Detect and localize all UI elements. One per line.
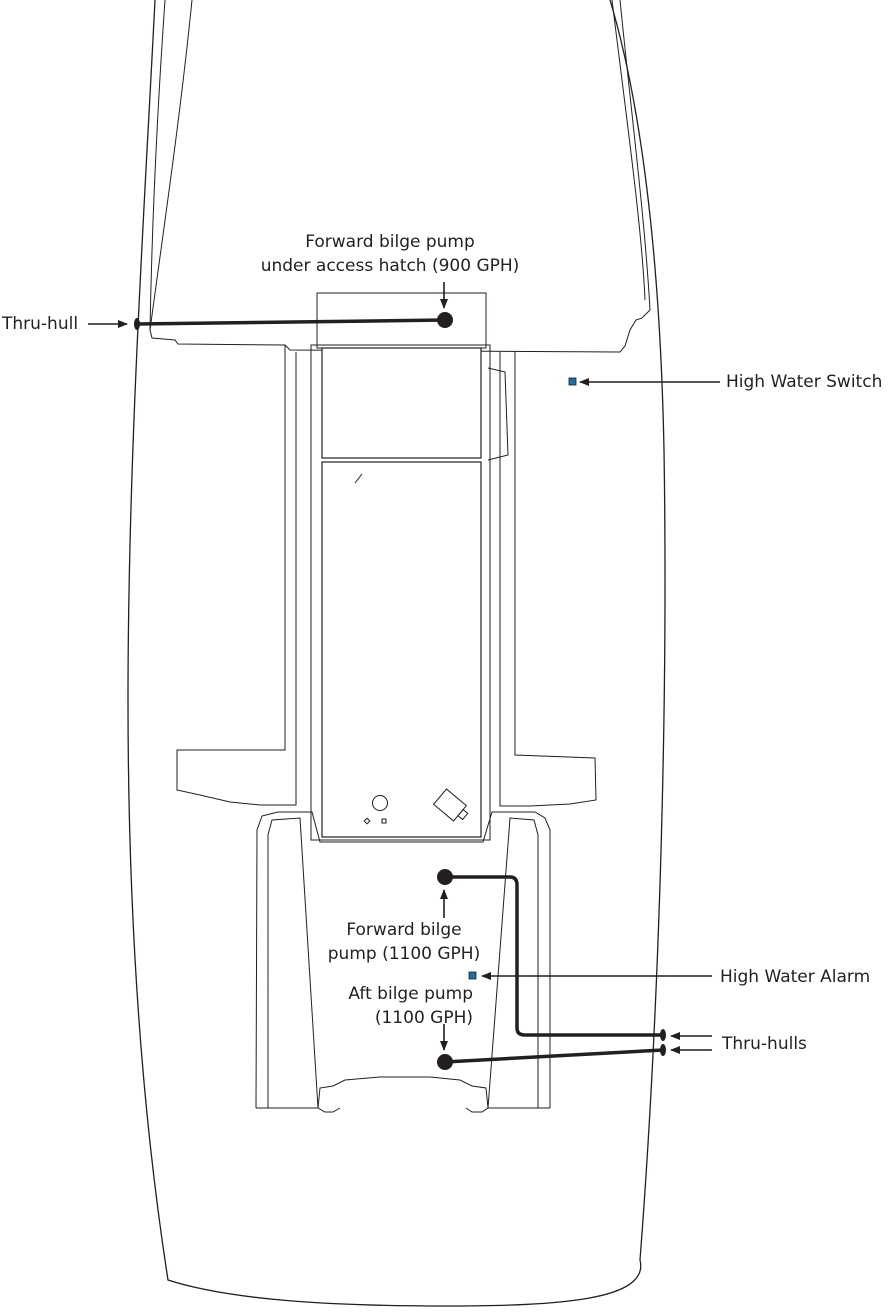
console-side-left (176, 345, 297, 806)
label-aft-pump-line2: (1100 GPH) (374, 1008, 473, 1028)
label-forward-pump-900-line1: Forward bilge pump (305, 232, 475, 252)
label-high-water-switch: High Water Switch (726, 372, 883, 392)
console-frame (310, 344, 491, 841)
cockpit-inner-right (487, 817, 539, 1109)
console-detail-small (381, 818, 387, 824)
label-aft-pump-line1: Aft bilge pump (348, 984, 473, 1004)
forward-1100-hose (445, 875, 663, 1037)
label-forward-pump-1100-line1: Forward bilge (346, 920, 462, 940)
forward-deck-edge (149, 309, 651, 353)
transom-well (317, 1076, 489, 1109)
thru-hull-aft-upper (660, 1029, 666, 1041)
gunwale-inner-right-2 (611, 0, 646, 301)
label-thru-hull: Thru-hull (2, 314, 79, 334)
gunwale-inner-left-2 (149, 0, 193, 331)
forward-pump-hose (136, 318, 446, 326)
cockpit-outline (255, 811, 551, 1109)
console-detail-diamond (363, 817, 371, 825)
thru-hull-aft-lower (660, 1044, 666, 1056)
aft-bilge-pump-1100 (437, 1054, 453, 1070)
console-lower-panel (321, 461, 482, 838)
gunwale-inner-left (149, 0, 166, 331)
thru-hull-forward (134, 318, 140, 330)
high-water-switch-sensor (568, 377, 577, 386)
hull-outline (127, 0, 666, 1307)
gunwale-inner-right (619, 0, 651, 311)
label-high-water-alarm: High Water Alarm (720, 967, 871, 987)
cockpit-inner-left (267, 817, 319, 1109)
console-handle (354, 473, 363, 484)
forward-bilge-pump-1100 (437, 869, 453, 885)
label-forward-pump-1100-line2: pump (1100 GPH) (327, 944, 481, 964)
label-forward-pump-900: Forward bilge pump under access hatch (9… (248, 230, 532, 278)
console-step-right (487, 367, 509, 461)
label-forward-pump-900-line2: under access hatch (900 GPH) (260, 256, 520, 276)
forward-bilge-pump-900 (437, 312, 453, 328)
console-upper-panel (321, 347, 482, 459)
aft-pump-hose (444, 1048, 664, 1064)
label-forward-pump-1100: Forward bilge pump (1100 GPH) (318, 918, 490, 966)
label-aft-pump: Aft bilge pump (1100 GPH) (300, 982, 473, 1030)
transom-steps (256, 1107, 550, 1113)
console-side-right (499, 352, 597, 807)
high-water-alarm-sensor (468, 971, 477, 980)
console-helm-box (432, 788, 469, 822)
label-thru-hulls: Thru-hulls (722, 1034, 807, 1054)
console-gauge (372, 795, 388, 811)
